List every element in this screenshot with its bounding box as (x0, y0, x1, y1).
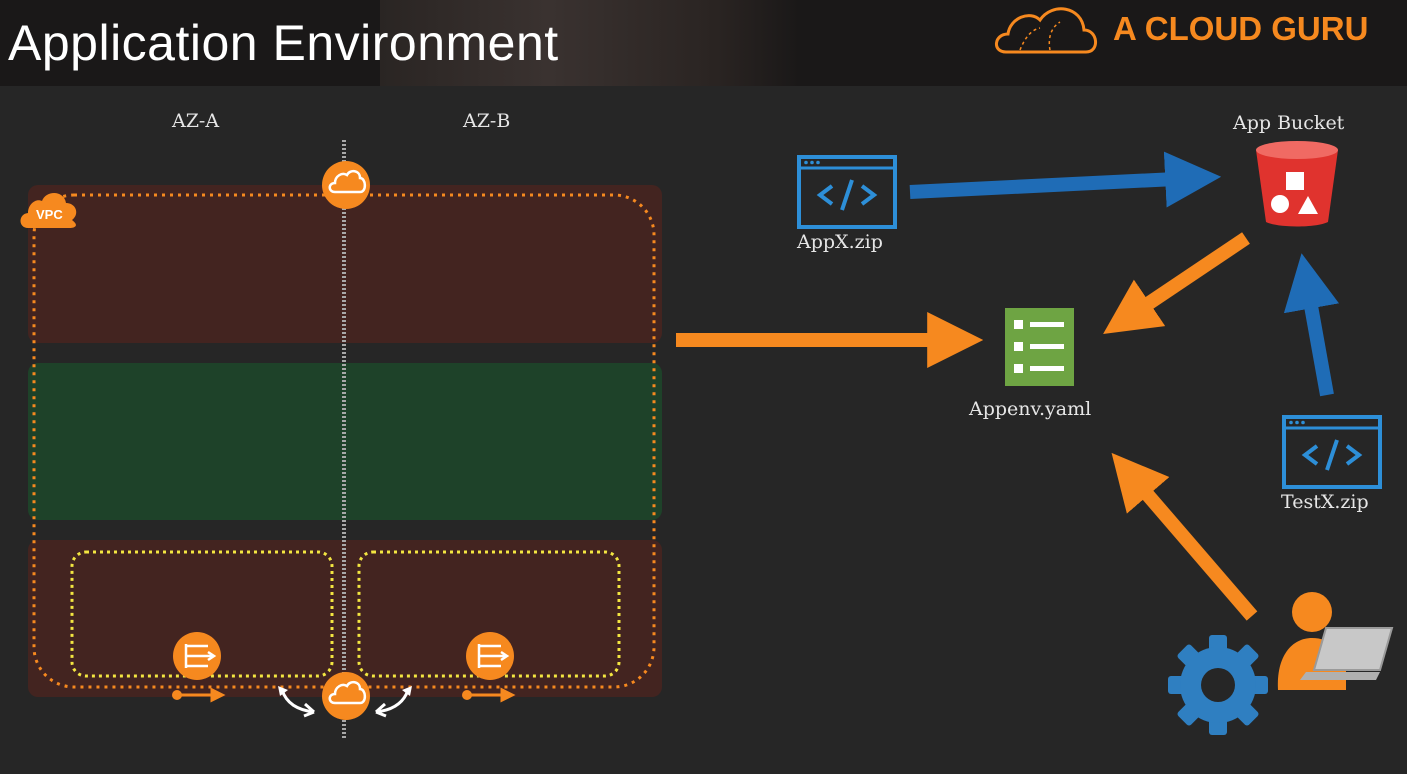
appenv-label: Appenv.yaml (969, 398, 1092, 420)
brand-name: A CLOUD GURU (1113, 10, 1369, 47)
subnet-az-b (357, 550, 621, 678)
template-list-icon (1005, 308, 1074, 386)
code-file-icon (1282, 415, 1382, 489)
internet-gateway-icon (322, 161, 370, 209)
appx-label: AppX.zip (797, 231, 883, 253)
route-arrow-icon (172, 687, 516, 703)
subnet-az-a (70, 550, 334, 678)
vpc-boundary (32, 193, 656, 689)
arrow-bucket-to-template (1103, 232, 1250, 335)
user-laptop-icon (1277, 592, 1394, 690)
vpn-gateway-icon (278, 672, 412, 720)
arrow-user-to-template (1111, 452, 1258, 621)
arrow-appx-to-bucket (909, 151, 1222, 208)
code-file-icon (797, 155, 897, 229)
vpc-cloud-icon (20, 192, 77, 228)
nat-gateway-icon (466, 632, 514, 680)
testx-label: TestX.zip (1281, 491, 1369, 513)
az-a-label: AZ-A (172, 110, 220, 132)
vpc-label: VPC (36, 207, 63, 222)
page-title: Application Environment (8, 15, 559, 71)
header-video-shade (380, 0, 800, 86)
app-bucket-label: App Bucket (1233, 112, 1345, 134)
arrow-testx-to-bucket (1283, 253, 1340, 397)
gear-icon (1168, 635, 1268, 735)
az-b-label: AZ-B (463, 110, 511, 132)
s3-bucket-icon (1256, 141, 1338, 227)
nat-gateway-icon (173, 632, 221, 680)
cloud-logo-icon (995, 7, 1097, 54)
header-bar (0, 0, 1407, 86)
